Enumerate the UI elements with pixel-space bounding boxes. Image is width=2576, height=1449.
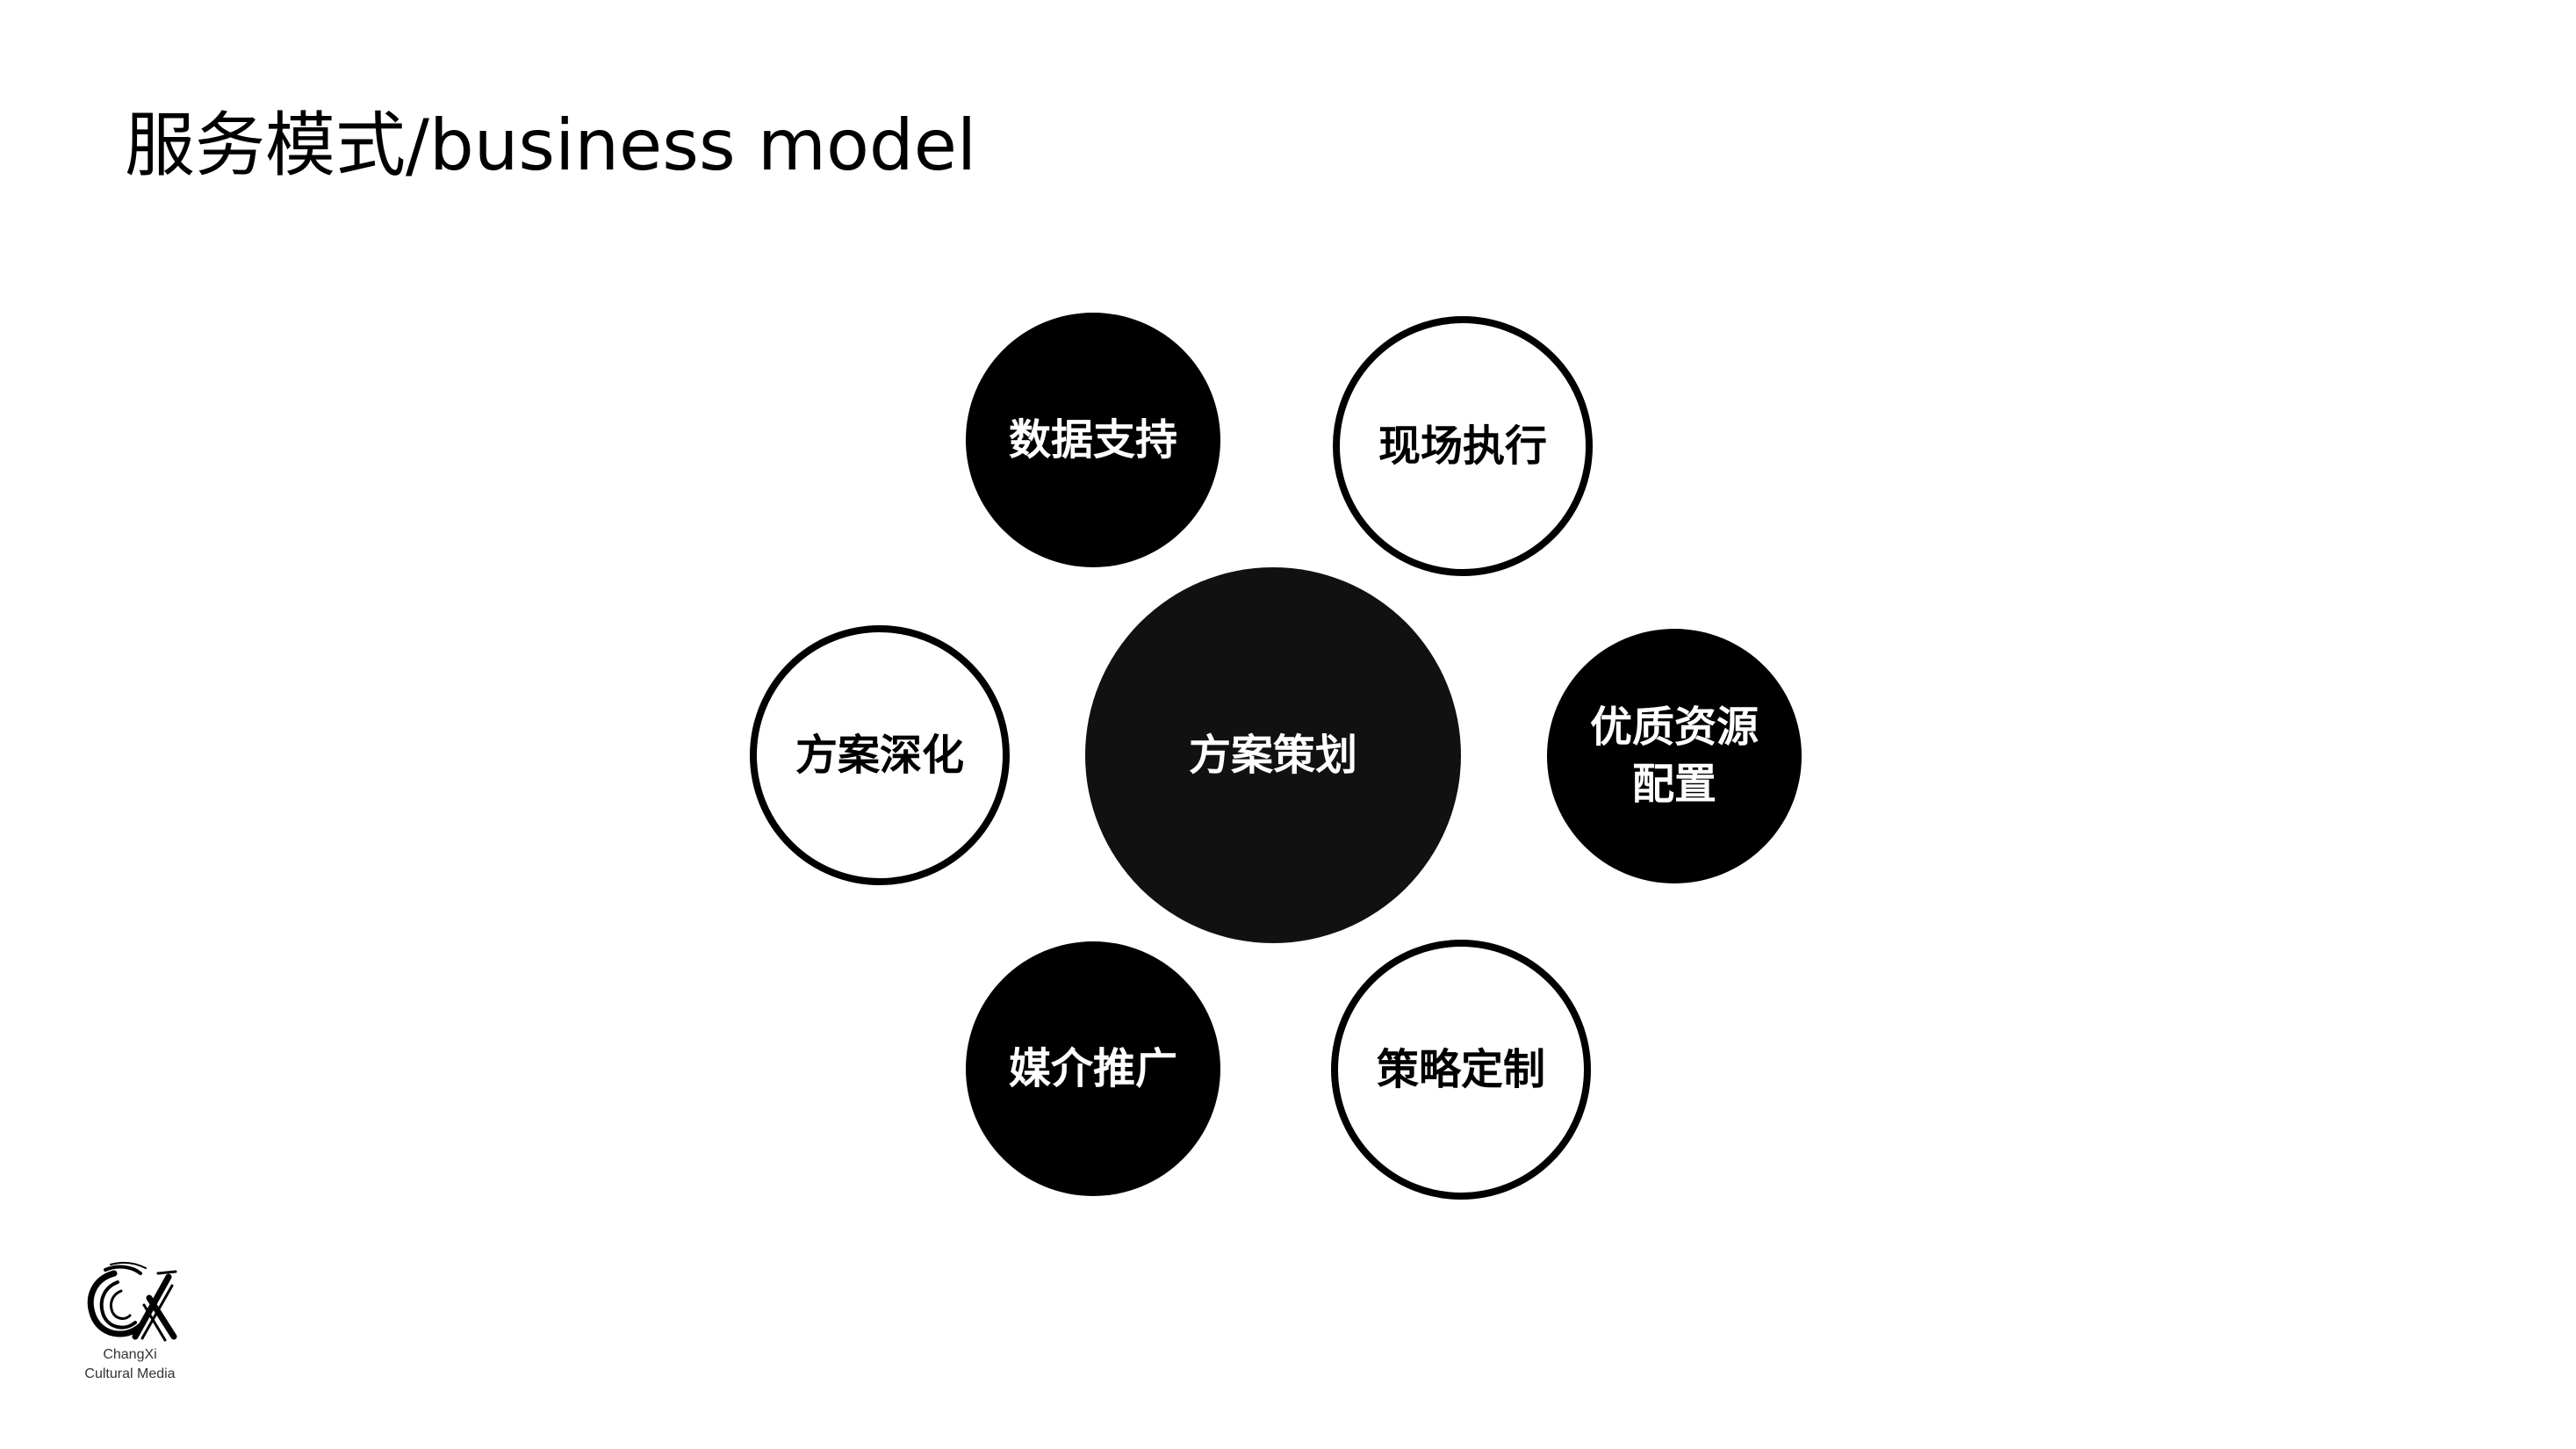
node-plan-deepening-label: 方案深化 xyxy=(795,730,964,780)
logo-text-line2: Cultural Media xyxy=(84,1366,176,1381)
center-node-label: 方案策划 xyxy=(1188,730,1357,780)
node-data-support-label: 数据支持 xyxy=(1008,415,1177,465)
page-title: 服务模式/business model xyxy=(125,105,977,186)
node-media-promotion: 媒介推广 xyxy=(966,941,1220,1196)
node-onsite-execution-label: 现场执行 xyxy=(1378,421,1547,471)
node-resource-allocation: 优质资源配置 xyxy=(1547,629,1802,883)
node-resource-allocation-label: 优质资源配置 xyxy=(1589,703,1759,809)
company-logo: ChangXi Cultural Media xyxy=(70,1261,190,1383)
center-node-plan: 方案策划 xyxy=(1085,567,1461,943)
node-strategy-customization: 策略定制 xyxy=(1331,940,1591,1200)
logo-text-line1: ChangXi xyxy=(103,1347,157,1362)
node-data-support: 数据支持 xyxy=(966,313,1220,567)
node-onsite-execution: 现场执行 xyxy=(1333,316,1593,576)
node-media-promotion-label: 媒介推广 xyxy=(1008,1043,1177,1093)
node-strategy-customization-label: 策略定制 xyxy=(1376,1044,1545,1094)
node-plan-deepening: 方案深化 xyxy=(750,625,1010,885)
changxi-logo-mark-icon xyxy=(87,1261,177,1342)
